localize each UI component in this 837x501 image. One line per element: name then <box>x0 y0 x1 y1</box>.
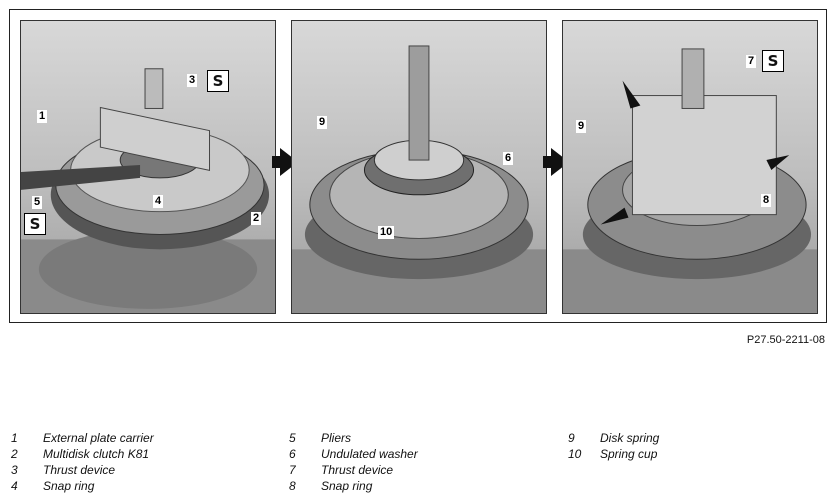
photo-panel-3 <box>562 20 818 314</box>
legend-column-2: 5 Pliers 6 Undulated washer 7 Thrust device… <box>289 430 418 494</box>
legend-item: 1 External plate carrier <box>11 430 154 446</box>
photo-panel-2 <box>291 20 547 314</box>
legend-item: 4 Snap ring <box>11 478 154 494</box>
legend-number: 3 <box>11 463 18 477</box>
callout-8: 8 <box>761 194 772 207</box>
callout-9: 9 <box>576 120 587 133</box>
callout-10: 10 <box>378 226 395 239</box>
photo-panel-2-illustration <box>292 45 546 313</box>
photo-panel-1-illustration <box>21 68 275 313</box>
legend-column-1: 1 External plate carrier 2 Multidisk clutc… <box>11 430 154 494</box>
legend-text: External plate carrier <box>43 431 154 445</box>
callout-9: 9 <box>317 116 328 129</box>
legend-number: 2 <box>11 447 18 461</box>
legend-item: 8 Snap ring <box>289 478 418 494</box>
legend-number: 9 <box>568 431 575 445</box>
special-tool-icon: S <box>24 213 46 235</box>
legend-text: Spring cup <box>600 447 658 461</box>
legend-text: Multidisk clutch K81 <box>43 447 150 461</box>
legend-text: Thrust device <box>43 463 116 477</box>
legend-text: Pliers <box>321 431 352 445</box>
legend-item: 2 Multidisk clutch K81 <box>11 446 154 462</box>
callout-4: 4 <box>153 195 164 208</box>
legend-item: 3 Thrust device <box>11 462 154 478</box>
legend-number: 8 <box>289 479 296 493</box>
legend-column-3: 9 Disk spring 10 Spring cup <box>568 430 659 462</box>
legend-item: 9 Disk spring <box>568 430 659 446</box>
callout-7: 7 <box>746 55 757 68</box>
legend-number: 4 <box>11 479 18 493</box>
legend-number: 10 <box>568 447 582 461</box>
callout-6: 6 <box>503 152 514 165</box>
legend-text: Snap ring <box>43 479 95 493</box>
legend-number: 7 <box>289 463 296 477</box>
legend-item: 10 Spring cup <box>568 446 659 462</box>
legend-text: Snap ring <box>321 479 373 493</box>
legend-number: 6 <box>289 447 296 461</box>
callout-3: 3 <box>187 74 198 87</box>
callout-5: 5 <box>32 196 43 209</box>
figure-frame: 1 2 3 4 5 S S 6 9 10 7 8 9 S <box>9 9 827 323</box>
legend-number: 1 <box>11 431 18 445</box>
figure-reference: P27.50-2211-08 <box>746 334 825 346</box>
legend-text: Thrust device <box>321 463 394 477</box>
photo-panel-1 <box>20 20 276 314</box>
legend-text: Undulated washer <box>321 447 418 461</box>
special-tool-icon: S <box>762 50 784 72</box>
legend-number: 5 <box>289 431 296 445</box>
legend-item: 6 Undulated washer <box>289 446 418 462</box>
callout-2: 2 <box>251 212 262 225</box>
legend-item: 5 Pliers <box>289 430 418 446</box>
callout-1: 1 <box>37 110 48 123</box>
legend-text: Disk spring <box>600 431 660 445</box>
photo-panel-3-illustration <box>563 48 817 313</box>
special-tool-icon: S <box>207 70 229 92</box>
legend-item: 7 Thrust device <box>289 462 418 478</box>
